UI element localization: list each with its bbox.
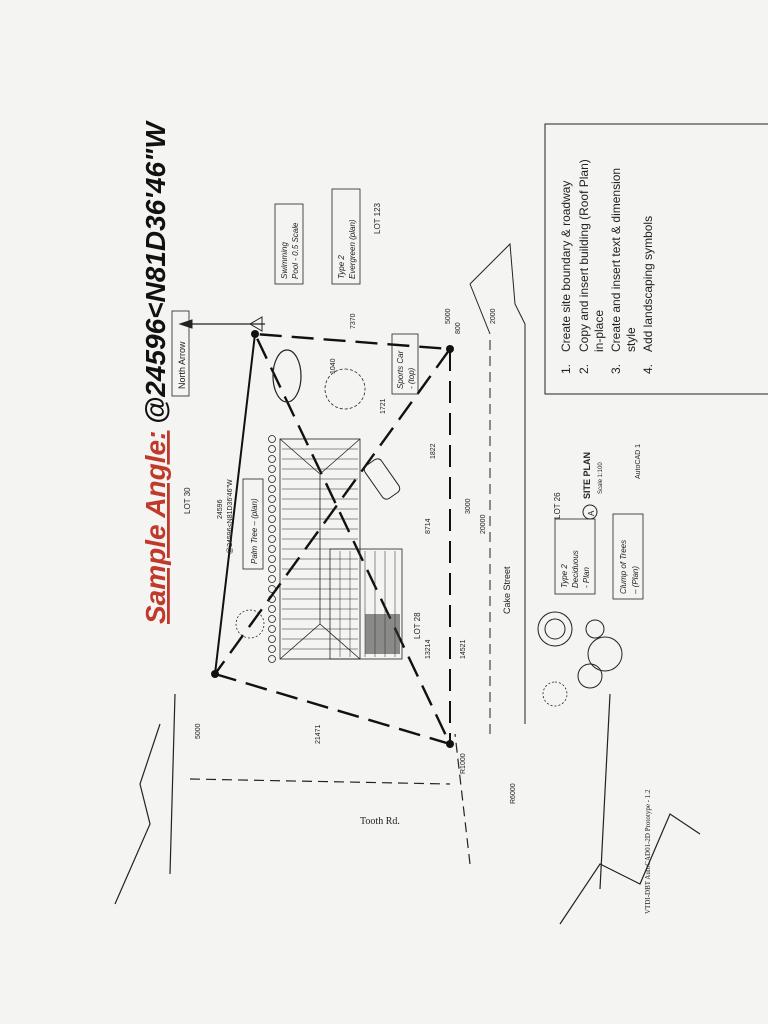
svg-text:Scale 1:100: Scale 1:100 [598, 462, 604, 494]
roadway [469, 242, 526, 734]
sports-car [363, 458, 401, 500]
palm-tree-row [268, 435, 276, 663]
svg-text:Type 2: Type 2 [560, 564, 569, 588]
svg-text:Sports Car: Sports Car [396, 350, 405, 389]
dim-1721: 1721 [380, 398, 387, 414]
dim-21471: 21471 [315, 724, 322, 744]
instruction-1-text: Create site boundary & roadway [559, 181, 573, 352]
callout-north-arrow: North Arrow [171, 310, 190, 397]
site-boundary [213, 332, 453, 746]
callout-clump: Clump of Trees – (Plan) [612, 513, 644, 600]
bearing-distance: 24596 [217, 499, 224, 519]
footer-text: VTDI-DBT AutoCAD01-2D Prototype - 1.2 [644, 789, 652, 914]
street-tooth: Tooth Rd. [360, 816, 400, 827]
dim-7370: 7370 [350, 313, 357, 329]
instruction-3-text: Create and insert text & dimension [609, 168, 623, 352]
dim-r6000: R6000 [510, 783, 517, 804]
svg-text:AutoCAD 1: AutoCAD 1 [635, 444, 642, 479]
callout-deciduous: Type 2 Deciduous - Plan [554, 518, 596, 595]
svg-text:Type 2: Type 2 [337, 255, 346, 279]
instruction-3-text-cont: style [624, 327, 638, 352]
instruction-2-num: 2. [577, 364, 591, 374]
dimensions: 7370 1040 1721 1822 3000 8714 20000 1321… [195, 308, 517, 804]
dim-20000: 20000 [480, 514, 487, 534]
bearing-angle: @24596<N81D36'46"W [227, 479, 234, 554]
site-plan-marker: A SITE PLAN Scale 1:100 AutoCAD 1 [582, 444, 642, 520]
lot-28-label: LOT 28 [413, 612, 422, 639]
lot-123-label: LOT 123 [373, 202, 382, 234]
site-boundary-solid [214, 333, 451, 744]
callout-sports-car: Sports Car - (top) [391, 333, 419, 395]
evergreen-tree [324, 368, 366, 410]
svg-text:A: A [587, 510, 596, 516]
callout-palm-tree: Palm Tree – (plan) [242, 478, 264, 570]
palm-tree [235, 609, 265, 639]
palm-tree-small [542, 681, 568, 707]
dim-1822: 1822 [430, 443, 437, 459]
swimming-pool [272, 349, 302, 403]
instruction-3-num: 3. [609, 364, 623, 374]
lot-26-label: LOT 26 [553, 492, 562, 519]
title-value: @24596<N81D36'46"W [140, 120, 171, 424]
dim-3000: 3000 [465, 498, 472, 514]
dim-8714: 8714 [425, 518, 432, 534]
lot-30-label: LOT 30 [183, 487, 192, 514]
svg-text:- Plan: - Plan [582, 567, 591, 588]
dim-13214: 13214 [425, 639, 432, 659]
street-cake: Cake Street [502, 566, 512, 614]
tooth-road [114, 693, 701, 925]
svg-text:North Arrow: North Arrow [177, 341, 187, 389]
svg-text:Palm Tree – (plan): Palm Tree – (plan) [250, 498, 259, 564]
svg-text:Clump of Trees: Clump of Trees [619, 540, 628, 594]
instruction-2-text: Copy and insert building (Roof Plan) [577, 159, 591, 352]
dim-5000b: 5000 [445, 308, 452, 324]
svg-text:Deciduous: Deciduous [571, 550, 580, 588]
svg-text:Evergreen (plan): Evergreen (plan) [348, 219, 357, 279]
clump-of-trees [577, 619, 623, 689]
deciduous-tree [537, 611, 573, 647]
svg-text:SITE PLAN: SITE PLAN [582, 452, 592, 499]
instruction-2-text-cont: in-place [592, 310, 606, 352]
instruction-4-text: Add landscaping symbols [641, 216, 655, 352]
north-arrow [178, 316, 265, 332]
dim-1040: 1040 [330, 358, 337, 374]
dim-r1000: R1000 [460, 753, 467, 774]
callout-swimming-pool: Swimming Pool - 0.5 Scale [274, 203, 304, 285]
building-hatch [365, 614, 400, 654]
title-prefix: Sample Angle: [140, 431, 171, 624]
dim-2000: 2000 [490, 308, 497, 324]
boundary-corners [211, 330, 454, 748]
svg-text:Pool - 0.5 Scale: Pool - 0.5 Scale [291, 222, 300, 279]
callout-evergreen: Type 2 Evergreen (plan) [331, 188, 361, 285]
dim-5000a: 5000 [195, 723, 202, 739]
dim-14521: 14521 [460, 639, 467, 659]
instruction-4-num: 4. [641, 364, 655, 374]
svg-text:- (top): - (top) [407, 367, 416, 389]
svg-text:– (Plan): – (Plan) [631, 566, 640, 595]
dim-800: 800 [455, 322, 462, 334]
instructions-box: 1. Create site boundary & roadway 2. Cop… [544, 123, 768, 395]
instruction-1-num: 1. [559, 364, 573, 374]
svg-text:Swimming: Swimming [280, 242, 289, 279]
